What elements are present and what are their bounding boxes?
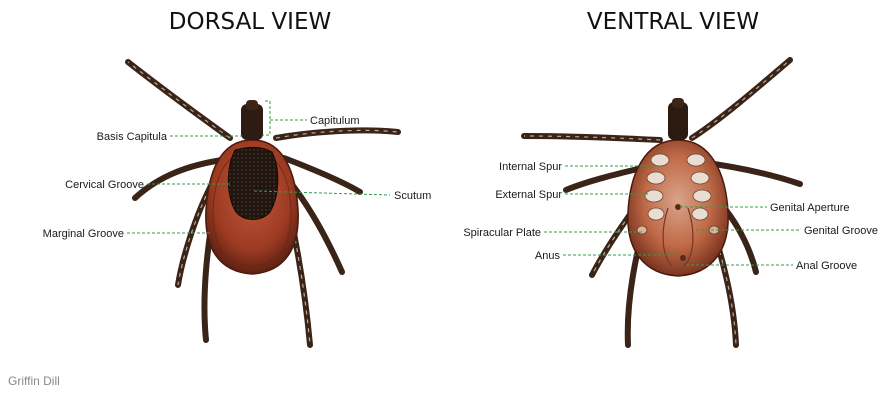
label-marginal-groove: Marginal Groove (43, 228, 124, 240)
ventral-tick-illustration (524, 60, 800, 345)
label-anus: Anus (535, 250, 561, 262)
label-spiracular-plate: Spiracular Plate (463, 227, 541, 239)
label-scutum: Scutum (394, 190, 431, 202)
dorsal-tick-illustration (128, 62, 398, 345)
label-internal-spur: Internal Spur (499, 161, 562, 173)
label-external-spur: External Spur (495, 189, 562, 201)
image-credit: Griffin Dill (8, 374, 60, 388)
dorsal-view-title: DORSAL VIEW (169, 9, 331, 35)
label-capitulum: Capitulum (310, 115, 360, 127)
label-genital-aperture: Genital Aperture (770, 202, 850, 214)
ventral-view-title: VENTRAL VIEW (587, 9, 759, 35)
label-anal-groove: Anal Groove (796, 260, 857, 272)
label-cervical-groove: Cervical Groove (65, 179, 144, 191)
scutum-shape (228, 147, 277, 219)
label-genital-groove: Genital Groove (804, 225, 878, 237)
label-basis-capitula: Basis Capitula (97, 131, 168, 143)
